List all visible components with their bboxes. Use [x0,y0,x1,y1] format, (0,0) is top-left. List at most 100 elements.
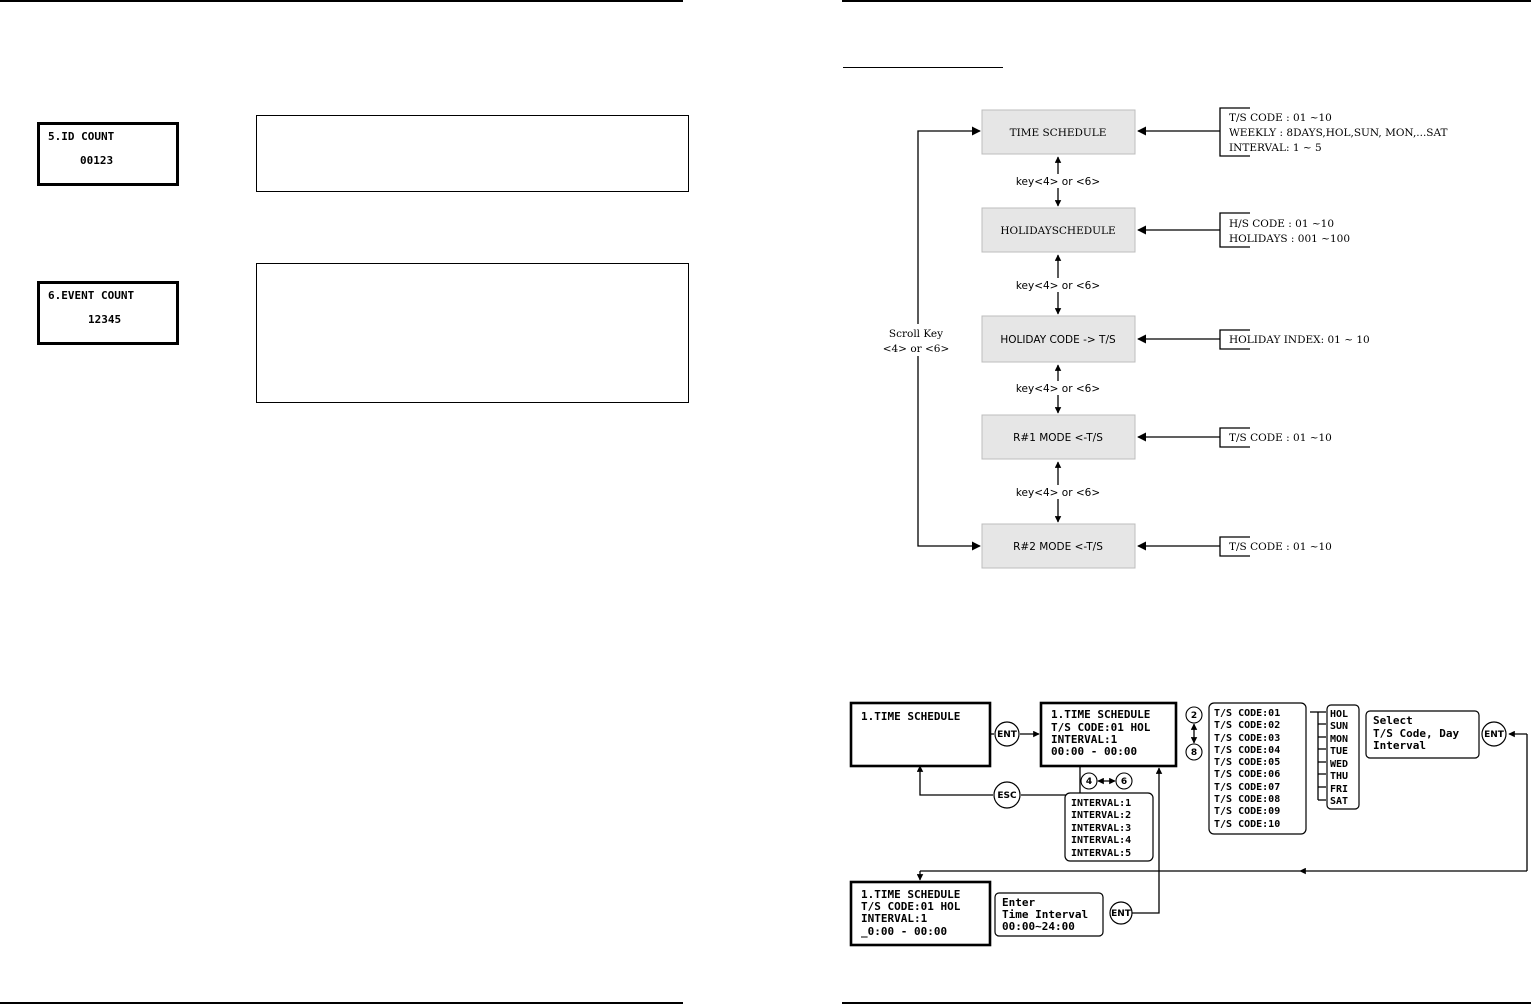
key-2-icon: 2 [1185,706,1203,724]
top-rule-right [842,0,1531,2]
fc-box-holiday-code-ts: HOLIDAY CODE -> T/S [981,315,1136,363]
bottom-rule-right [842,1002,1531,1004]
fc-side-note-2: H/S CODE : 01 ~10 HOLIDAYS : 001 ~100 [1137,212,1350,248]
svg-text:1.TIME SCHEDULE: 1.TIME SCHEDULE [861,710,960,723]
svg-text:FRI: FRI [1330,784,1348,795]
svg-text:T/S CODE:09: T/S CODE:09 [1214,806,1280,817]
svg-text:T/S CODE:08: T/S CODE:08 [1214,794,1280,805]
id-count-lcd: 5.ID COUNT 00123 [37,122,179,186]
bottom-rule-left [0,1002,683,1004]
svg-text:T/S CODE : 01 ~10: T/S CODE : 01 ~10 [1229,541,1332,553]
svg-text:INTERVAL:2: INTERVAL:2 [1071,810,1131,821]
key-label-3: key<4> or <6> [1016,383,1100,395]
svg-text:R#2 MODE <-T/S: R#2 MODE <-T/S [1013,541,1103,553]
svg-text:T/S CODE:10: T/S CODE:10 [1214,819,1280,830]
svg-text:HOLIDAYSCHEDULE: HOLIDAYSCHEDULE [1000,225,1115,237]
svg-text:1.TIME SCHEDULE: 1.TIME SCHEDULE [861,888,960,901]
svg-text:HOLIDAYS : 001 ~100: HOLIDAYS : 001 ~100 [1229,233,1350,245]
key-4-icon: 4 [1080,772,1098,790]
svg-text:TIME SCHEDULE: TIME SCHEDULE [1010,127,1107,139]
svg-text:00:00~24:00: 00:00~24:00 [1002,920,1075,933]
svg-text:T/S CODE:07: T/S CODE:07 [1214,782,1280,793]
svg-text:T/S CODE:02: T/S CODE:02 [1214,720,1280,731]
svg-text:_0:00 - 00:00: _0:00 - 00:00 [861,925,947,938]
svg-text:HOLIDAY CODE -> T/S: HOLIDAY CODE -> T/S [1000,334,1116,346]
svg-text:8: 8 [1191,748,1197,758]
svg-text:00:00 - 00:00: 00:00 - 00:00 [1051,745,1137,758]
id-count-title: 5.ID COUNT [48,130,115,143]
svg-text:INTERVAL:1: INTERVAL:1 [1071,798,1131,809]
event-count-lcd: 6.EVENT COUNT 12345 [37,281,179,345]
fc-box-r1-mode: R#1 MODE <-T/S [981,414,1136,460]
svg-text:INTERVAL:5: INTERVAL:5 [1071,848,1131,859]
svg-text:1.TIME SCHEDULE: 1.TIME SCHEDULE [1051,708,1150,721]
svg-text:T/S CODE:01 HOL: T/S CODE:01 HOL [1051,721,1151,734]
svg-text:MON: MON [1330,734,1348,745]
enter-note-box: Enter Time Interval 00:00~24:00 [994,892,1104,937]
svg-text:2: 2 [1191,711,1197,721]
ts-code-list-box: T/S CODE:01 T/S CODE:02 T/S CODE:03 T/S … [1208,702,1307,835]
ent-key-icon-2: ENT [1481,721,1507,747]
key-label-4: key<4> or <6> [1016,487,1100,499]
day-list-box: HOL SUN MON TUE WED THU FRI SAT [1326,704,1360,810]
svg-text:INTERVAL:4: INTERVAL:4 [1071,835,1131,846]
fc-box-r2-mode: R#2 MODE <-T/S [981,523,1136,569]
svg-text:INTERVAL:3: INTERVAL:3 [1071,823,1131,834]
svg-text:ENT: ENT [1484,730,1505,740]
scroll-key-keys: <4> or <6> [883,343,950,355]
svg-text:SUN: SUN [1330,721,1348,732]
ent-key-icon-3: ENT [1109,901,1133,925]
svg-text:R#1 MODE <-T/S: R#1 MODE <-T/S [1013,432,1103,444]
fc-side-note-1: T/S CODE : 01 ~10 WEEKLY : 8DAYS,HOL,SUN… [1137,107,1448,157]
svg-text:T/S CODE:06: T/S CODE:06 [1214,769,1280,780]
svg-text:4: 4 [1086,777,1092,787]
fc-side-note-3: HOLIDAY INDEX: 01 ~ 10 [1137,329,1370,350]
svg-text:HOL: HOL [1330,709,1348,720]
lcd-time-schedule-edit: 1.TIME SCHEDULE T/S CODE:01 HOL INTERVAL… [849,880,992,947]
fc-box-holiday-schedule: HOLIDAYSCHEDULE [981,207,1136,253]
svg-text:6: 6 [1121,777,1127,787]
svg-text:T/S CODE : 01 ~10: T/S CODE : 01 ~10 [1229,112,1332,124]
event-count-value: 12345 [88,313,122,326]
ent-key-icon-1: ENT [994,721,1020,747]
svg-text:ENT: ENT [1111,909,1132,919]
svg-text:TUE: TUE [1330,746,1348,757]
svg-text:Time Interval: Time Interval [1002,908,1088,921]
svg-text:Enter: Enter [1002,896,1035,909]
svg-text:WEEKLY : 8DAYS,HOL,SUN, MON,..: WEEKLY : 8DAYS,HOL,SUN, MON,...SAT [1229,127,1448,139]
lcd-time-schedule-main: 1.TIME SCHEDULE [849,701,992,768]
svg-text:ENT: ENT [997,730,1018,740]
select-note-box: Select T/S Code, Day Interval [1365,710,1480,759]
key-label-2: key<4> or <6> [1016,280,1100,292]
key-label-1: key<4> or <6> [1016,176,1100,188]
svg-text:SAT: SAT [1330,796,1348,807]
interval-list-box: INTERVAL:1 INTERVAL:2 INTERVAL:3 INTERVA… [1064,792,1154,862]
svg-text:T/S Code, Day: T/S Code, Day [1373,727,1459,740]
event-count-description-box [256,263,689,403]
lcd-time-schedule-detail: 1.TIME SCHEDULE T/S CODE:01 HOL INTERVAL… [1039,701,1178,768]
svg-text:WED: WED [1330,759,1348,770]
scroll-key-label: Scroll Key [889,328,943,340]
id-count-value: 00123 [80,154,114,167]
key-8-icon: 8 [1185,743,1203,761]
svg-text:ESC: ESC [997,791,1017,801]
event-count-title: 6.EVENT COUNT [48,289,135,302]
fc-side-note-4: T/S CODE : 01 ~10 [1137,427,1332,448]
svg-text:T/S CODE:01 HOL: T/S CODE:01 HOL [861,900,961,913]
svg-text:H/S CODE : 01 ~10: H/S CODE : 01 ~10 [1229,218,1334,230]
svg-text:Interval: Interval [1373,739,1426,752]
svg-text:T/S CODE : 01 ~10: T/S CODE : 01 ~10 [1229,432,1332,444]
key-6-icon: 6 [1115,772,1133,790]
fc-side-note-5: T/S CODE : 01 ~10 [1137,536,1332,557]
svg-text:T/S CODE:01: T/S CODE:01 [1214,708,1280,719]
svg-text:HOLIDAY INDEX: 01 ~ 10: HOLIDAY INDEX: 01 ~ 10 [1229,334,1370,346]
fc-box-time-schedule: TIME SCHEDULE [981,109,1136,155]
svg-text:T/S CODE:05: T/S CODE:05 [1214,757,1280,768]
esc-key-icon: ESC [993,781,1021,809]
id-count-description-box [256,115,689,192]
svg-text:T/S CODE:04: T/S CODE:04 [1214,745,1280,756]
svg-text:THU: THU [1330,771,1348,782]
svg-text:INTERVAL:1: INTERVAL:1 [1051,733,1118,746]
svg-text:INTERVAL: 1 ~ 5: INTERVAL: 1 ~ 5 [1229,142,1322,154]
